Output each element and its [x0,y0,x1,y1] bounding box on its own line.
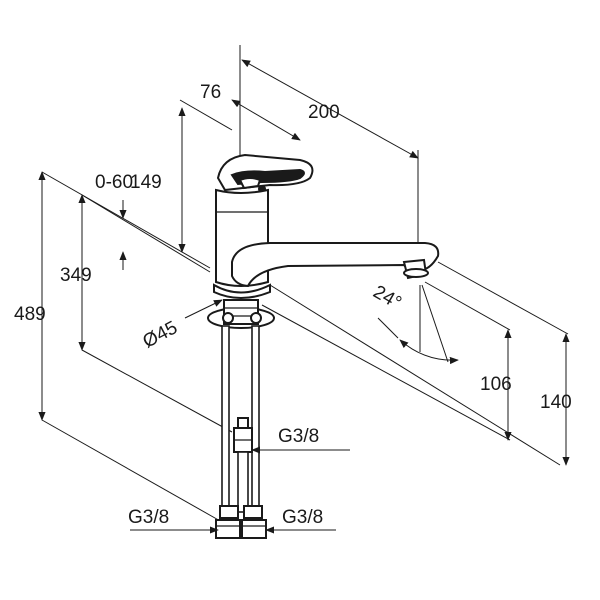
reference-line-base [269,284,561,466]
supply-hoses [215,325,267,539]
label-489: 489 [14,304,46,325]
faucet-body [213,153,440,299]
mounting-assembly [207,299,275,329]
dim-140 [437,261,570,466]
label-thread-upper: G3/8 [278,426,319,447]
label-200: 200 [308,102,340,123]
label-angle-24: 24° [369,281,404,314]
dim-149 [178,99,233,253]
label-thread-right: G3/8 [282,507,323,528]
label-0-60: 0-60 [95,172,133,193]
dim-349 [78,194,233,433]
label-thread-left: G3/8 [128,507,169,528]
dim-106 [424,281,512,441]
dim-489 [38,171,223,523]
label-149: 149 [130,172,162,193]
label-76: 76 [200,82,221,103]
label-diameter-45: Ø45 [140,317,182,352]
label-106: 106 [480,374,512,395]
dim-angle-24 [377,284,459,365]
label-349: 349 [60,265,92,286]
reference-line-counter [261,304,511,441]
label-140: 140 [540,392,572,413]
dim-76 [231,45,301,160]
dim-diameter-45 [184,299,223,319]
